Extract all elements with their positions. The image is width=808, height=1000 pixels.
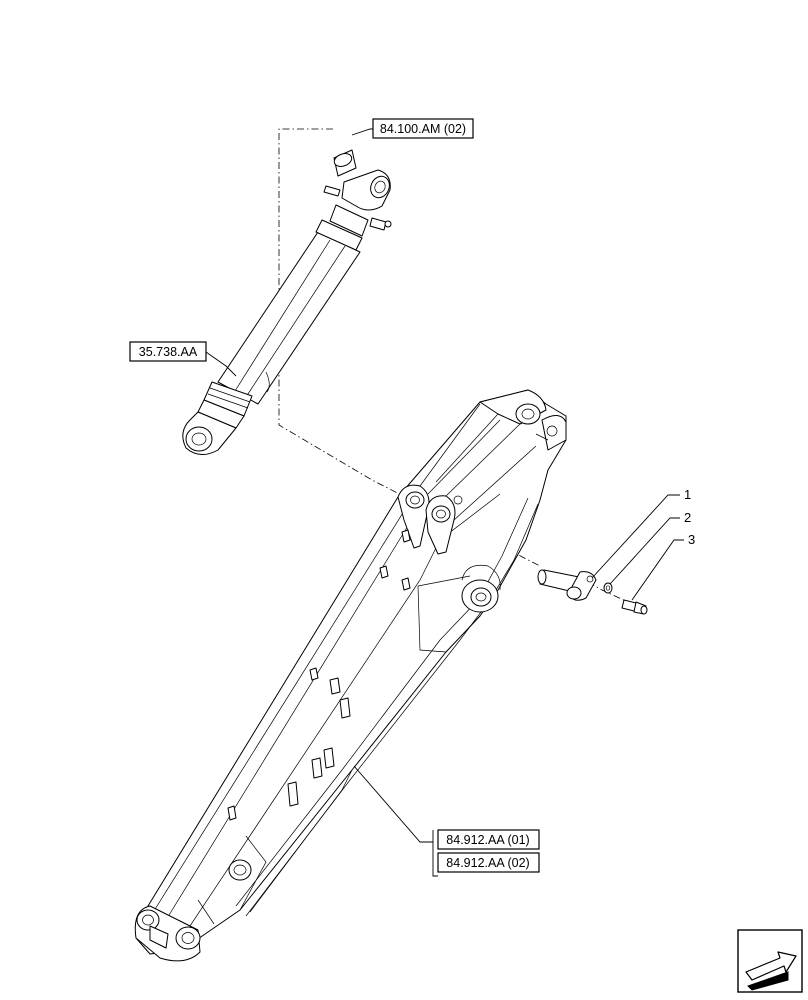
bolt	[621, 599, 648, 615]
ref-boom-1[interactable]: 84.912.AA (01)	[437, 829, 540, 850]
ref-boom-2-label: 84.912.AA (02)	[446, 856, 529, 870]
ref-cylinder-fitting[interactable]: 84.100.AM (02)	[372, 118, 474, 139]
ref-cylinder[interactable]: 35.738.AA	[129, 341, 207, 362]
pin	[537, 569, 597, 601]
leader-lines	[205, 128, 684, 877]
boom	[134, 389, 567, 962]
washer	[603, 582, 613, 594]
arrow-next-page-icon[interactable]	[737, 929, 803, 993]
ref-boom-1-label: 84.912.AA (01)	[446, 833, 529, 847]
callout-2: 2	[684, 510, 691, 525]
ref-cylinder-fitting-label: 84.100.AM (02)	[380, 122, 466, 136]
ref-cylinder-label: 35.738.AA	[139, 345, 198, 359]
callout-1: 1	[684, 487, 691, 502]
callout-3: 3	[688, 532, 695, 547]
hydraulic-cylinder	[182, 149, 392, 455]
ref-boom-2[interactable]: 84.912.AA (02)	[437, 852, 540, 873]
